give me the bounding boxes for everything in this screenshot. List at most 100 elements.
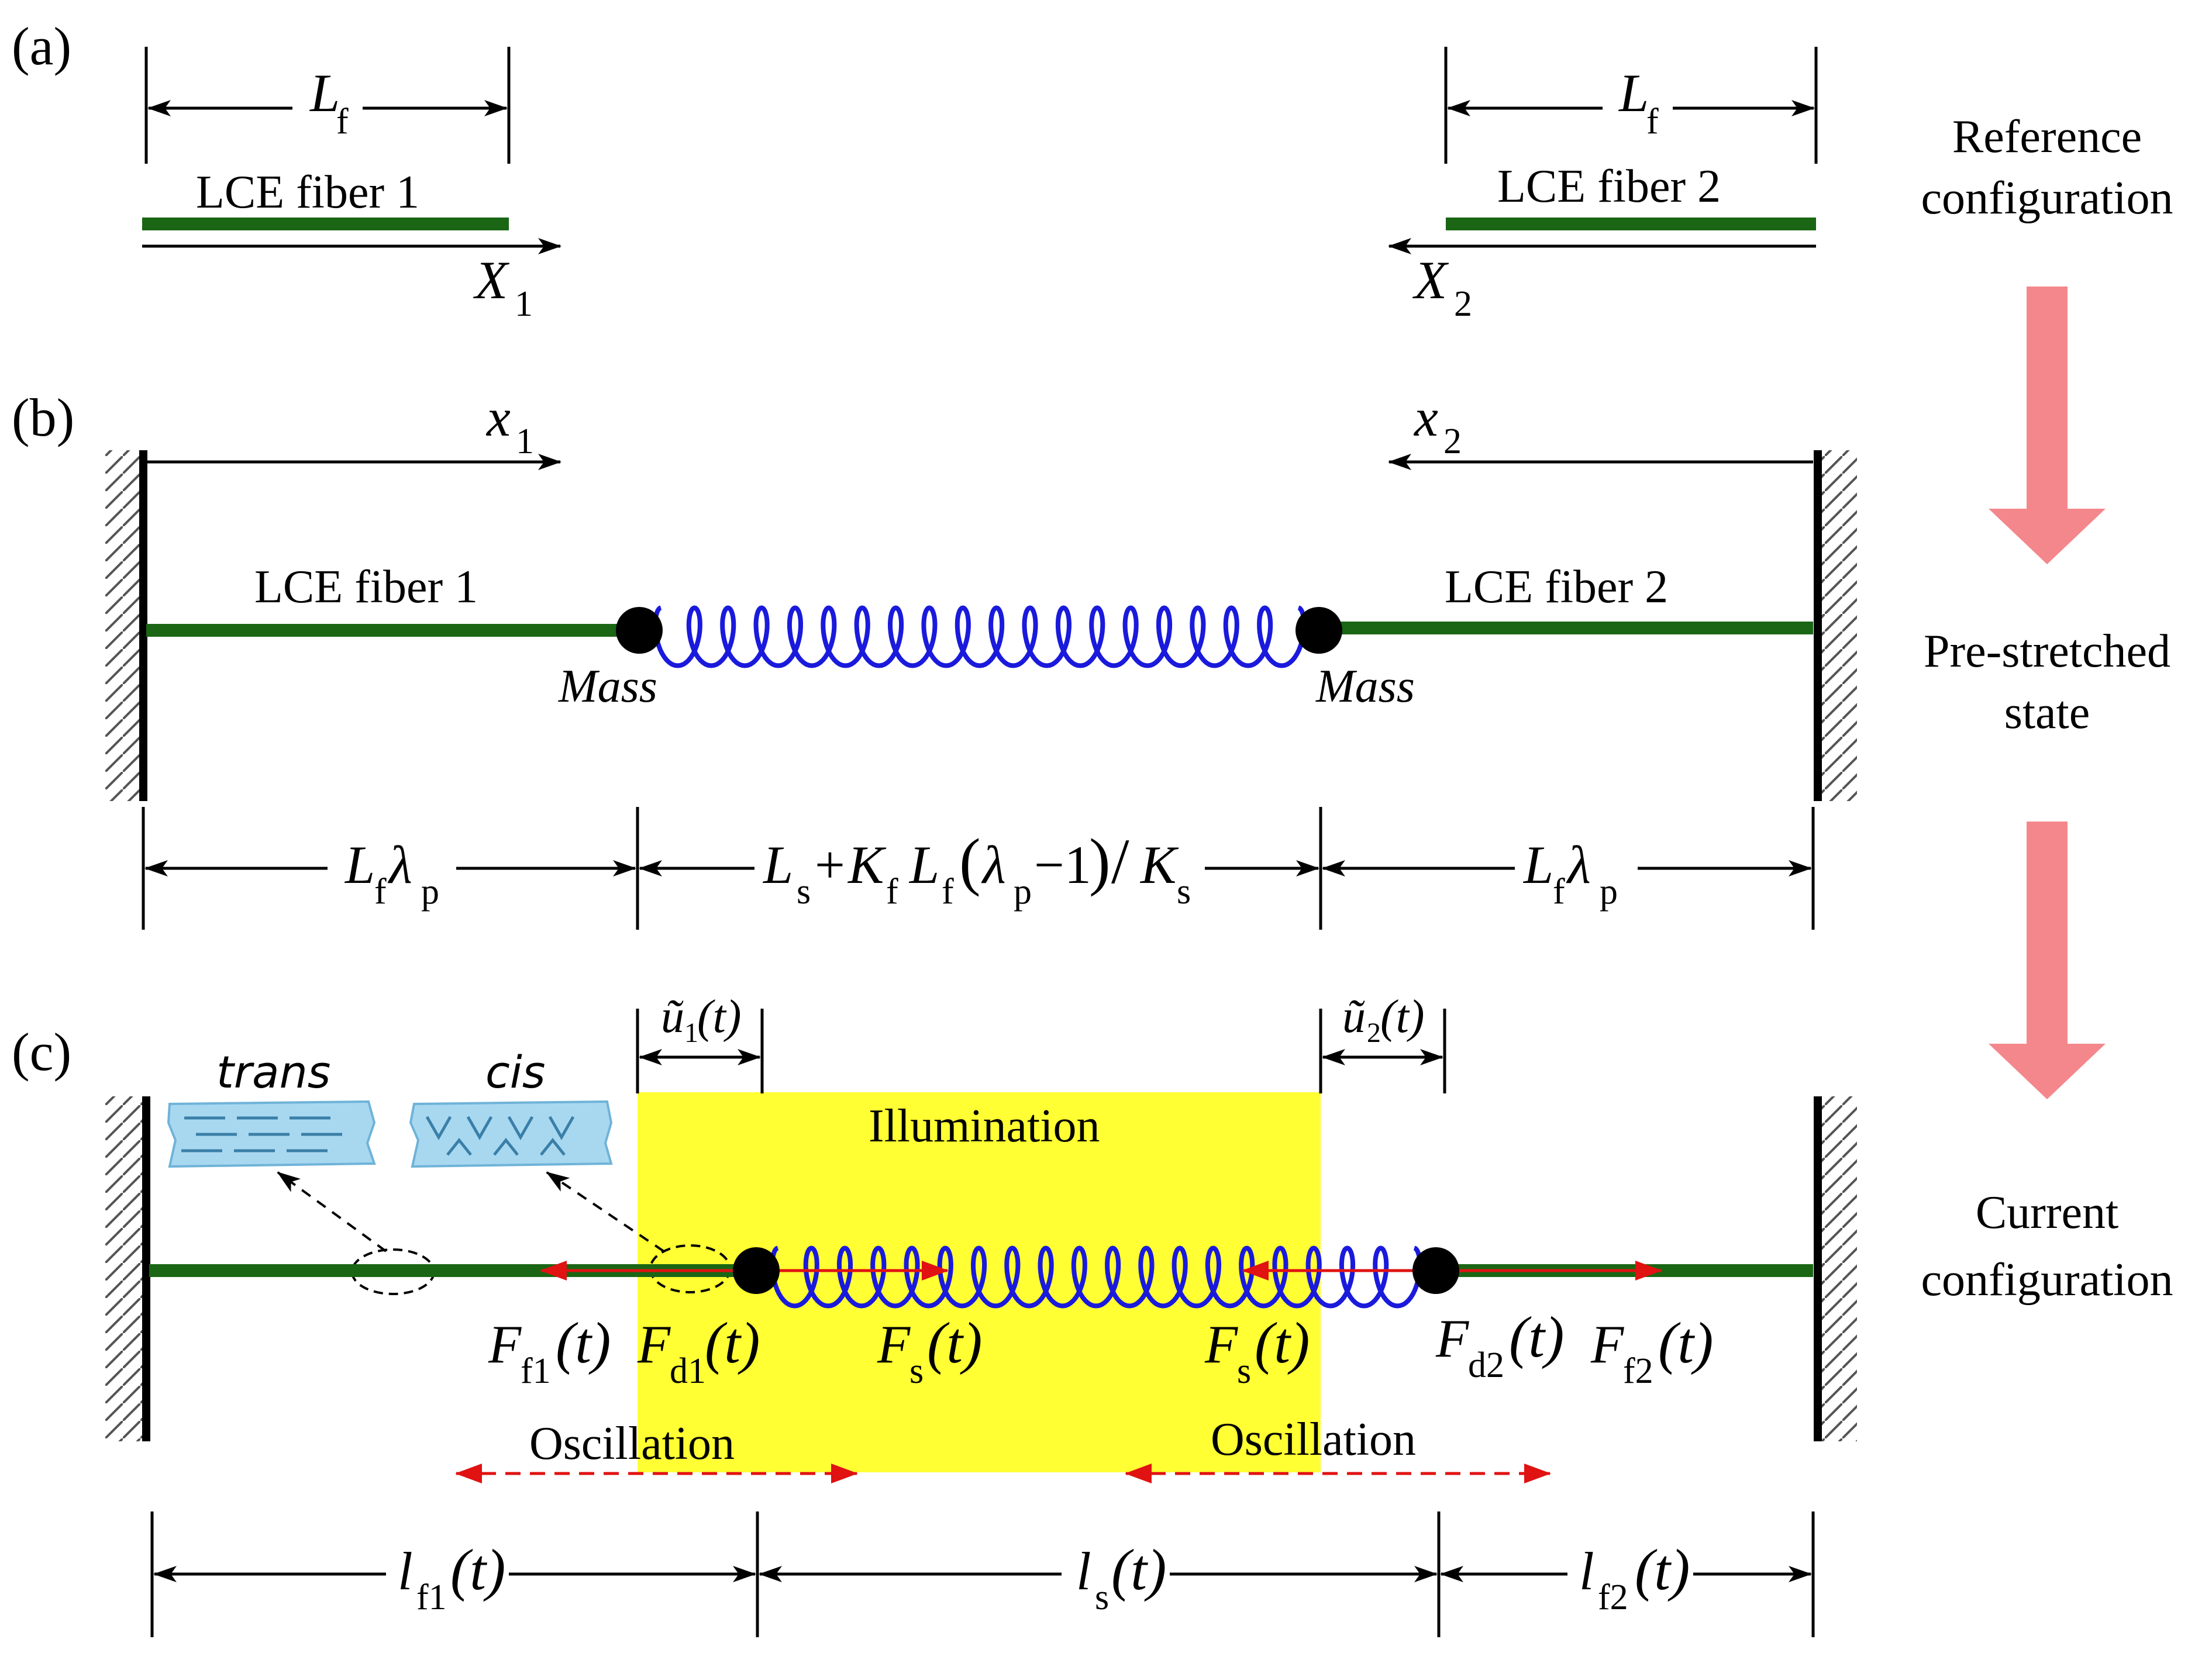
length-lf1: l f1 (t) [398,1537,505,1617]
lf-symbol-right: L [1618,63,1649,123]
lf-symbol: L [309,63,340,123]
dim-lf-lambda-left: L f λ p [344,835,439,912]
svg-text:f2: f2 [1598,1578,1628,1617]
mass-1-b [616,607,663,654]
svg-text:f: f [374,872,387,912]
svg-text:F: F [488,1314,522,1374]
mass-2-label: Mass [1315,661,1415,712]
svg-text:(t): (t) [705,1310,760,1375]
fiber1-label-b: LCE fiber 1 [254,561,478,613]
svg-text:trans: trans [216,1046,330,1098]
svg-text:(t): (t) [697,991,742,1043]
mass-2-b [1295,607,1342,654]
svg-text:l: l [398,1541,413,1601]
svg-text:f1: f1 [521,1351,551,1391]
axis-x1-symbol: x [485,388,511,447]
svg-text:(t): (t) [1658,1310,1713,1375]
svg-text:2: 2 [1367,1017,1381,1048]
oscillation-label-1: Oscillation [529,1418,735,1469]
state-current-line1: Current [1976,1187,2118,1238]
svg-text:λ: λ [981,835,1006,895]
dim-lf-lambda-right: L f λ p [1522,835,1618,912]
svg-text:p: p [1014,872,1032,912]
state-prestretched-line2: state [2004,687,2090,738]
dimension-row-b: L f λ p L s + K f L f ( λ p −1 ) / K s [142,807,1815,930]
lf-subscript: f [336,102,349,142]
force-label-ff2: F f2 (t) [1590,1310,1713,1391]
svg-text:d1: d1 [670,1351,706,1391]
svg-text:ũ: ũ [1342,991,1366,1043]
right-wall-c [1814,1096,1857,1441]
length-ls: l s (t) [1076,1537,1166,1617]
svg-text:(t): (t) [1509,1305,1564,1369]
u1-displacement: ũ 1 (t) [636,991,764,1093]
axis-X1-subscript: 1 [515,284,533,324]
svg-text:L: L [908,835,939,895]
svg-text:f: f [942,872,954,912]
svg-text:(t): (t) [1635,1537,1690,1602]
svg-text:F: F [1590,1314,1624,1374]
state-reference-line2: configuration [1921,172,2173,224]
svg-text:f: f [886,872,898,912]
svg-text:p: p [421,872,439,912]
svg-text:ũ: ũ [661,991,684,1043]
svg-text:K: K [1139,835,1179,895]
fiber1-label-a: LCE fiber 1 [196,167,419,218]
svg-text:s: s [1177,872,1191,912]
axis-x2-subscript: 2 [1443,422,1462,461]
panel-c: (c) Illumination ũ 1 (t) ũ 2 (t) [12,991,1857,1637]
panel-a: (a) L f LCE fiber 1 X 1 L f LCE fiber 2 … [12,16,1818,324]
length-lf2: l f2 (t) [1579,1537,1690,1617]
svg-text:/: / [1111,826,1129,897]
svg-text:f2: f2 [1623,1351,1653,1391]
panel-a-label: (a) [12,16,71,76]
state-current-line2: configuration [1921,1254,2173,1306]
svg-text:s: s [797,872,811,912]
svg-text:f1: f1 [416,1578,447,1617]
axis-X2-subscript: 2 [1454,284,1472,324]
svg-text:cis: cis [485,1046,546,1098]
svg-text:−1: −1 [1034,835,1091,895]
axis-X1-symbol: X [473,250,510,310]
panel-c-label: (c) [12,1022,71,1082]
force-label-fs-2: F s (t) [1204,1310,1310,1391]
axis-x2-symbol: x [1413,388,1438,447]
axis-x1-subscript: 1 [516,422,534,461]
svg-text:λ: λ [387,835,412,895]
svg-text:F: F [877,1314,911,1374]
svg-text:(t): (t) [556,1310,611,1375]
svg-text:(: ( [959,826,981,897]
svg-text:F: F [1435,1309,1469,1368]
right-wall-b [1814,450,1857,801]
molecule-leader-lines [277,1171,665,1252]
panel-b: (b) x 1 x 2 LCE fiber 1 LCE fiber 2 Mass… [12,388,1857,930]
force-label-fd1: F d1 (t) [637,1310,760,1391]
dimension-lf-right: L f [1444,47,1818,164]
svg-text:(t): (t) [1255,1310,1310,1375]
dimension-lf-left: L f [144,47,511,164]
lf-subscript-right: f [1646,102,1659,142]
svg-text:f: f [1553,872,1565,912]
left-wall-c [105,1096,150,1441]
mass-1-label: Mass [558,661,657,712]
force-label-fd2: F d2 (t) [1435,1305,1564,1385]
svg-text:p: p [1600,872,1618,912]
dimension-row-c: l f1 (t) l s (t) l f2 (t) [150,1511,1815,1637]
svg-text:(t): (t) [1111,1537,1166,1602]
mass-1-c [733,1247,780,1294]
state-reference-line1: Reference [1952,111,2142,163]
mass-2-c [1412,1247,1459,1294]
state-prestretched-line1: Pre-stretched [1924,626,2170,677]
state-arrow-2 [1989,822,2106,1099]
svg-text:F: F [1204,1314,1238,1374]
svg-text:l: l [1076,1541,1091,1601]
svg-text:L: L [344,835,375,895]
oscillation-label-2: Oscillation [1211,1414,1416,1465]
panel-b-label: (b) [12,388,74,447]
illumination-label: Illumination [869,1100,1100,1152]
svg-text:(t): (t) [450,1537,505,1602]
svg-text:(t): (t) [1380,991,1425,1043]
cis-molecule-inset: cis [409,1046,613,1168]
state-arrow-1 [1989,287,2106,564]
